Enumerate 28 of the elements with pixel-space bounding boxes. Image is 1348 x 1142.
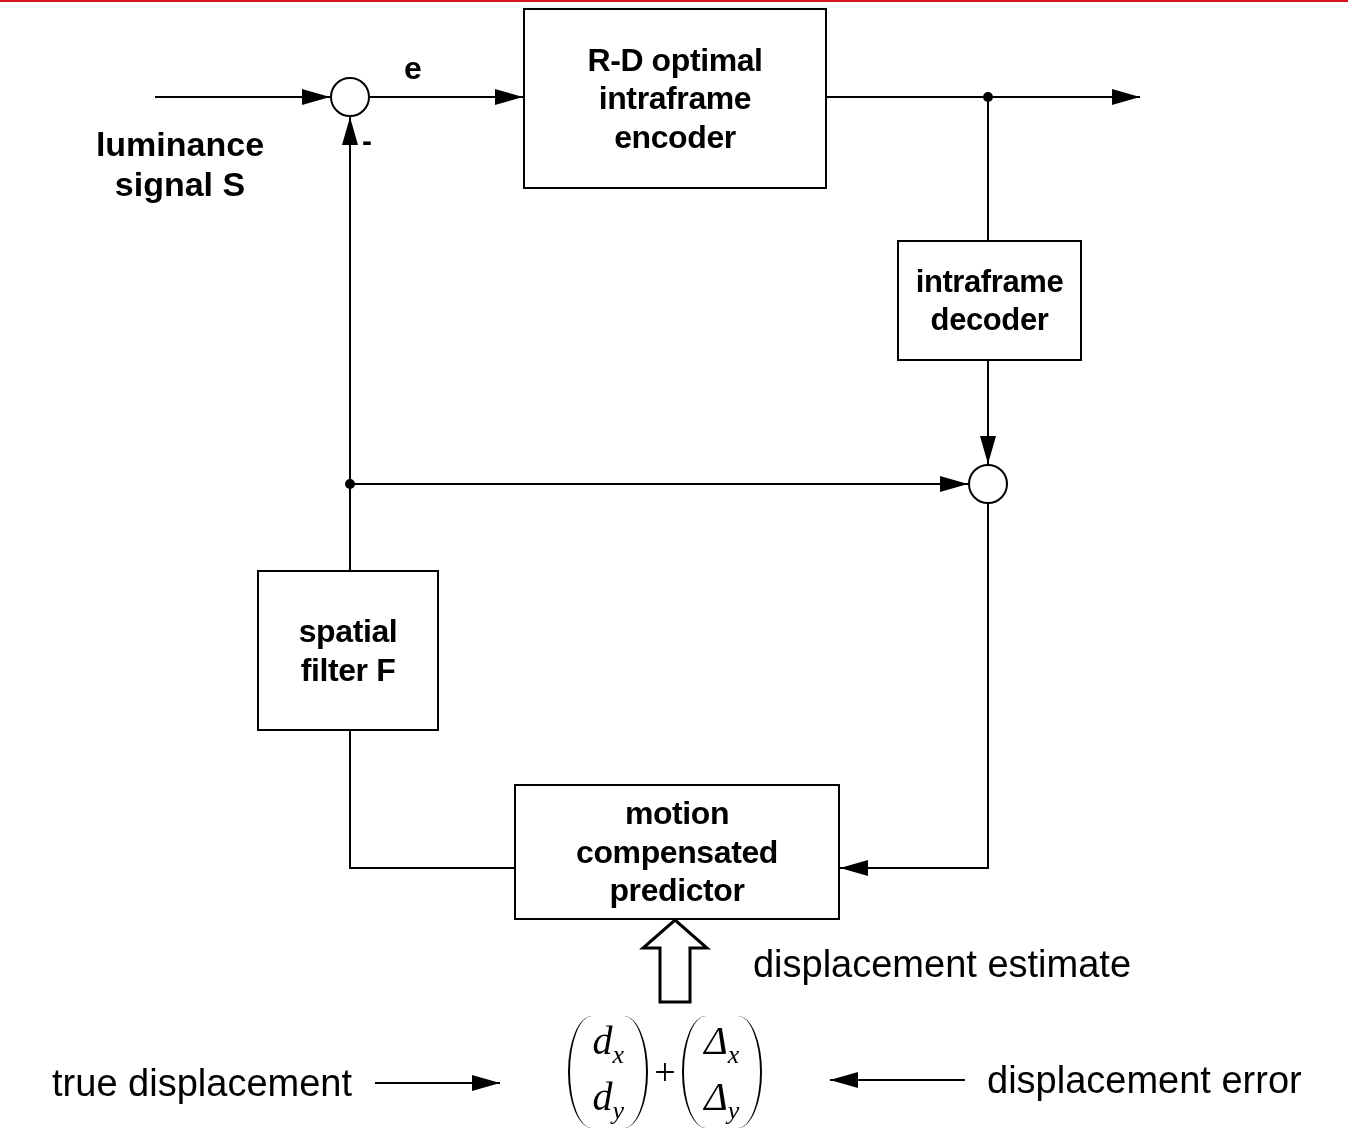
minus-sign: - bbox=[362, 124, 372, 158]
edge-label: displacement estimate bbox=[751, 942, 1133, 987]
arrow bbox=[829, 1072, 966, 1088]
annotation-text: true displacement bbox=[52, 1061, 352, 1105]
process-box bbox=[514, 784, 840, 920]
box-label: intraframe decoder bbox=[914, 263, 1065, 338]
vector-entry: Δ$_{x}$ bbox=[704, 1020, 740, 1068]
vector-entry: d$_{y}$ bbox=[592, 1076, 625, 1124]
arrow bbox=[839, 503, 989, 876]
hollow-arrow bbox=[639, 918, 711, 1004]
arrow bbox=[374, 1075, 501, 1091]
vector-entry: d$_{x}$ bbox=[592, 1020, 625, 1068]
box-label: R-D optimal intraframe encoder bbox=[586, 40, 764, 157]
edge-label: luminance signal S bbox=[94, 124, 266, 205]
process-box bbox=[257, 570, 439, 731]
arrow bbox=[369, 89, 524, 105]
summing-junction bbox=[968, 464, 1008, 504]
vector-entry: Δ$_{y}$ bbox=[704, 1076, 740, 1124]
box-label: spatial filter F bbox=[297, 612, 399, 689]
process-box bbox=[897, 240, 1082, 361]
box-label: motion compensated predictor bbox=[575, 794, 779, 910]
process-box bbox=[523, 8, 827, 189]
summing-junction bbox=[330, 77, 370, 117]
plus-sign: + bbox=[654, 1050, 676, 1094]
arrow bbox=[980, 360, 996, 465]
arrow bbox=[154, 89, 331, 105]
edge-label: e bbox=[403, 50, 423, 88]
annotation-text: displacement error bbox=[987, 1058, 1302, 1102]
